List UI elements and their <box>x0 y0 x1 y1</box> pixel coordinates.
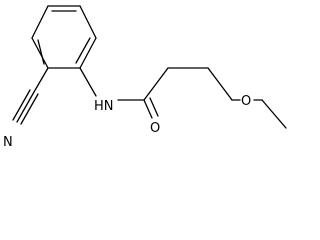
ring-bond <box>31 5 49 39</box>
ring-double-bond <box>75 37 91 64</box>
aryl-n-bond <box>79 67 97 97</box>
nitrile-triple-bond <box>12 89 31 121</box>
nitrile-n-label: N <box>3 135 13 150</box>
amide-group: HN O <box>79 67 160 136</box>
ring-bond <box>31 37 49 69</box>
methyl-bond <box>261 99 287 129</box>
carbonyl-o-label: O <box>150 121 160 136</box>
nitrile-single-bond <box>33 67 49 93</box>
ether-o-label: O <box>241 94 251 109</box>
molecule-structure: N HN O O <box>3 5 287 150</box>
carbonyl-double-bond <box>149 97 159 117</box>
ring-double-bond <box>37 39 45 65</box>
amide-nh-label: HN <box>94 99 114 114</box>
nitrile-triple-bond <box>20 93 39 125</box>
chain-bond <box>143 67 169 101</box>
nitrile-group: N <box>3 67 49 150</box>
ring-bond <box>79 5 97 39</box>
nitrile-triple-bond <box>16 91 35 123</box>
ring-bond <box>79 37 97 69</box>
benzene-ring <box>31 5 97 69</box>
alkyl-chain: O <box>143 67 287 129</box>
chain-bond <box>207 67 233 101</box>
carbonyl-double-bond <box>143 99 153 119</box>
